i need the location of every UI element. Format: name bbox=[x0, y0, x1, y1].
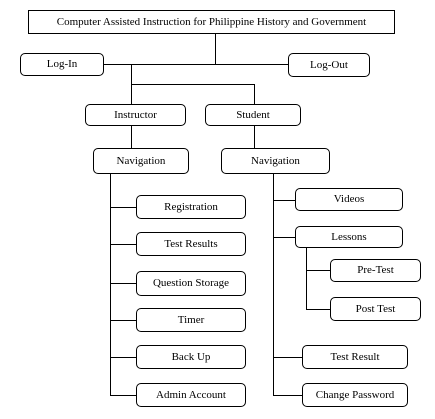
login-box: Log-In bbox=[20, 53, 104, 76]
student-trunk-connector bbox=[273, 174, 274, 395]
pretest-box: Pre-Test bbox=[330, 259, 421, 282]
test-results-connector bbox=[110, 244, 136, 245]
pretest-connector bbox=[306, 270, 330, 271]
admin-account-label: Admin Account bbox=[156, 388, 226, 401]
posttest-label: Post Test bbox=[355, 302, 396, 315]
timer-label: Timer bbox=[177, 313, 205, 326]
role-bar-connector bbox=[131, 84, 254, 85]
timer-connector bbox=[110, 320, 136, 321]
student-nav-connector bbox=[254, 126, 255, 148]
title-stem-connector bbox=[215, 34, 216, 64]
instructor-navigation-box: Navigation bbox=[93, 148, 189, 174]
question-storage-box: Question Storage bbox=[136, 271, 246, 296]
lessons-trunk-connector bbox=[306, 248, 307, 309]
back-up-box: Back Up bbox=[136, 345, 246, 369]
test-result-box: Test Result bbox=[302, 345, 408, 369]
test-results-label: Test Results bbox=[164, 237, 218, 250]
lessons-box: Lessons bbox=[295, 226, 403, 248]
logout-box: Log-Out bbox=[288, 53, 370, 77]
change-password-label: Change Password bbox=[315, 388, 395, 401]
test-result-connector bbox=[273, 357, 302, 358]
student-box: Student bbox=[205, 104, 301, 126]
instructor-nav-connector bbox=[131, 126, 132, 148]
student-label: Student bbox=[236, 108, 270, 121]
title-box: Computer Assisted Instruction for Philip… bbox=[28, 10, 395, 34]
question-storage-connector bbox=[110, 283, 136, 284]
registration-label: Registration bbox=[164, 200, 218, 213]
student-navigation-box: Navigation bbox=[221, 148, 330, 174]
login-label: Log-In bbox=[46, 58, 78, 70]
posttest-connector bbox=[306, 309, 330, 310]
top-branch-connector bbox=[131, 64, 132, 84]
logout-label: Log-Out bbox=[310, 58, 348, 71]
test-results-box: Test Results bbox=[136, 232, 246, 256]
student-navigation-label: Navigation bbox=[251, 154, 300, 167]
lessons-connector bbox=[273, 237, 295, 238]
back-up-connector bbox=[110, 357, 136, 358]
student-drop-connector bbox=[254, 84, 255, 104]
videos-connector bbox=[273, 200, 295, 201]
back-up-label: Back Up bbox=[171, 350, 211, 363]
admin-account-box: Admin Account bbox=[136, 383, 246, 407]
change-password-box: Change Password bbox=[302, 383, 408, 407]
login-logout-connector bbox=[104, 64, 288, 65]
timer-box: Timer bbox=[136, 308, 246, 332]
registration-box: Registration bbox=[136, 195, 246, 219]
test-result-label: Test Result bbox=[330, 350, 380, 363]
instructor-navigation-label: Navigation bbox=[116, 154, 166, 167]
videos-box: Videos bbox=[295, 188, 403, 211]
registration-connector bbox=[110, 207, 136, 208]
change-password-connector bbox=[273, 395, 302, 396]
title-label: Computer Assisted Instruction for Philip… bbox=[56, 15, 367, 28]
videos-label: Videos bbox=[333, 193, 365, 205]
instructor-label: Instructor bbox=[114, 108, 157, 121]
pretest-label: Pre-Test bbox=[357, 264, 394, 276]
posttest-box: Post Test bbox=[330, 297, 421, 321]
lessons-label: Lessons bbox=[331, 230, 367, 243]
instructor-box: Instructor bbox=[85, 104, 186, 126]
question-storage-label: Question Storage bbox=[152, 277, 230, 289]
instructor-drop-connector bbox=[131, 84, 132, 104]
admin-account-connector bbox=[110, 395, 136, 396]
instructor-trunk-connector bbox=[110, 174, 111, 395]
